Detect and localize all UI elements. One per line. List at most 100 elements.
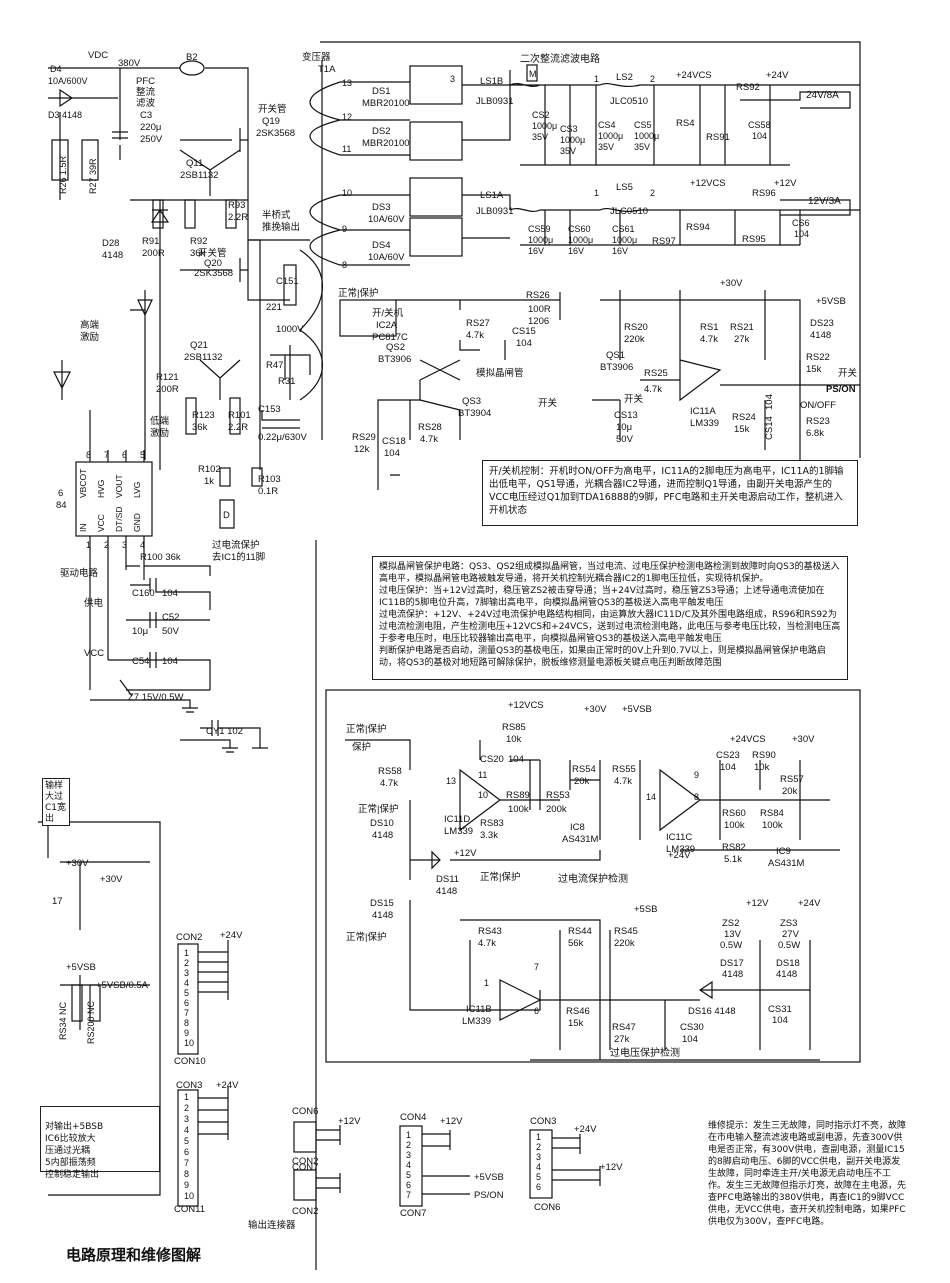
label-ds23-val: 4148: [810, 330, 831, 341]
ocp-note-2: 去IC1的11脚: [212, 551, 265, 563]
label-ls1a-part: JLB0931: [476, 206, 514, 217]
zs2-1: ZS2: [722, 918, 739, 929]
con10-pin-5: 6: [184, 998, 189, 1008]
label-switch-2: 开关: [538, 397, 558, 409]
label-rs57: RS57: [780, 774, 804, 785]
ic-pin-top-1: 7: [104, 450, 109, 460]
con3b-pin-5: 6: [536, 1182, 541, 1192]
label-high-side: 高端 激励: [80, 319, 102, 343]
ic-pin-name-bot-3: GND: [132, 513, 142, 532]
label-ic11c: IC11C: [666, 832, 692, 843]
cs31-1: CS31: [768, 1004, 792, 1015]
label-cs15: CS15: [512, 326, 536, 337]
con11-pin-7: 8: [184, 1169, 189, 1179]
label-cs23-val: 104: [720, 762, 736, 773]
label-q20-role: 开关管: [198, 247, 227, 259]
label-rs90-val: 10k: [754, 762, 770, 773]
label-qs1-part: BT3906: [600, 362, 633, 373]
label-rs47-val: 27k: [614, 1034, 630, 1045]
label-ocp-title: 过电流保护检测: [558, 872, 628, 885]
label-ocp-24v: +24V: [668, 850, 691, 861]
label-rs85-val: 10k: [506, 734, 522, 745]
rs26-1: 100R: [528, 304, 551, 315]
label-ocp-30v: +30V: [584, 704, 607, 715]
label-ic2-part: PC817C: [372, 332, 408, 343]
con10-pin-4: 5: [184, 988, 189, 998]
label-ds3: DS3: [372, 202, 390, 213]
label-rs20-val: 220k: [624, 334, 645, 345]
cs6-2: 104: [794, 229, 809, 239]
label-lb-rs200: RS200 NC: [86, 1000, 96, 1044]
label-rs89-val: 100k: [508, 804, 529, 815]
con3b-pin-3: 4: [536, 1162, 541, 1172]
label-hb-title: 半桥式 推挽输出: [262, 209, 300, 233]
label-rs45-val: 220k: [614, 938, 635, 949]
label-12vcs: +12VCS: [690, 178, 726, 189]
label-ds15-val: 4148: [372, 910, 393, 921]
label-ic8: IC8: [570, 822, 585, 833]
label-supply: 供电: [84, 597, 104, 609]
label-rs55-val: 4.7k: [614, 776, 632, 787]
label-rs25: RS25: [644, 368, 668, 379]
label-rs28: RS28: [418, 422, 442, 433]
hb-line2: 推挽输出: [262, 221, 300, 233]
label-con3b-v2: +12V: [600, 1162, 623, 1173]
label-con2b: CON2: [292, 1156, 318, 1167]
label-ic11c-part: LM339: [666, 844, 695, 855]
label-c3-val: 220μ: [140, 122, 161, 133]
label-rs46-val: 15k: [568, 1018, 584, 1029]
label-ocp-12vcs: +12VCS: [508, 700, 544, 711]
label-d28-val: 4148: [102, 250, 123, 261]
label-r93: R93: [228, 200, 245, 211]
label-rs57-val: 20k: [782, 786, 798, 797]
label-con6b: CON6: [534, 1202, 560, 1213]
ic-pin-name-bot-2: DT/SD: [114, 507, 124, 533]
cap24-1-line-1: 1000μ: [560, 135, 585, 145]
con11-pin-1: 2: [184, 1103, 189, 1113]
label-ic11d: IC11D: [444, 814, 470, 825]
cap12-2-line-0: CS61: [612, 224, 635, 234]
label-secondary-title: 二次整流滤波电路: [520, 52, 600, 65]
label-r26: R26 1.5R: [58, 155, 68, 194]
ic-pin-name-top-0: VBCOT: [78, 469, 88, 498]
left-box-2-text: 对输出+5BSB IC6比较放大 压通过光耦 5内部振荡频 控制稳定输出: [45, 1122, 104, 1180]
label-rs96: RS96: [752, 188, 776, 199]
ovp-pins: 176: [484, 962, 539, 1016]
ic-pin-name-top-3: LVG: [132, 482, 142, 498]
label-out24: 24V/8A: [806, 90, 839, 101]
label-l5: LS5: [616, 182, 633, 193]
ocp-c-pin-1: 9: [694, 770, 699, 780]
label-rs82-val: 5.1k: [724, 854, 742, 865]
label-con11: CON11: [174, 1204, 205, 1215]
ic-pin-bot-3: 4: [140, 540, 145, 550]
label-rs29-val: 12k: [354, 444, 370, 455]
label-c160-val: 104: [162, 588, 178, 599]
label-380v: 380V: [118, 58, 141, 69]
label-rs47: RS47: [612, 1022, 636, 1033]
cap12-1-line-1: 1000μ: [568, 235, 593, 245]
con11-pin-4: 5: [184, 1136, 189, 1146]
label-24vcs: +24VCS: [676, 70, 712, 81]
label-r91-val: 200R: [142, 248, 165, 259]
label-l2: LS2: [616, 72, 633, 83]
high-side-1: 高端: [80, 319, 100, 331]
ocp-c-pin-2: 8: [694, 792, 699, 802]
label-rs22-val: 15k: [806, 364, 822, 375]
con10-pin-3: 4: [184, 978, 189, 988]
label-cs15-val: 104: [516, 338, 532, 349]
con11-pin-6: 7: [184, 1158, 189, 1168]
rs26-2: 1206: [528, 316, 549, 327]
ovp-note-text: 过电压保护：当+12V过高时，稳压管ZS2被击穿导通；当+24V过高时，稳压管Z…: [379, 586, 825, 608]
ic-pin-top-3: 5: [140, 450, 145, 460]
cap12-2-line-1: 1000μ: [612, 235, 637, 245]
label-ocp-12v: +12V: [454, 848, 477, 859]
label-rs4: RS4: [676, 118, 694, 129]
label-q20: Q20: [204, 258, 222, 269]
label-rs91: RS91: [706, 132, 730, 143]
con10-pin-7: 8: [184, 1018, 189, 1028]
label-rs1-val: 4.7k: [700, 334, 718, 345]
